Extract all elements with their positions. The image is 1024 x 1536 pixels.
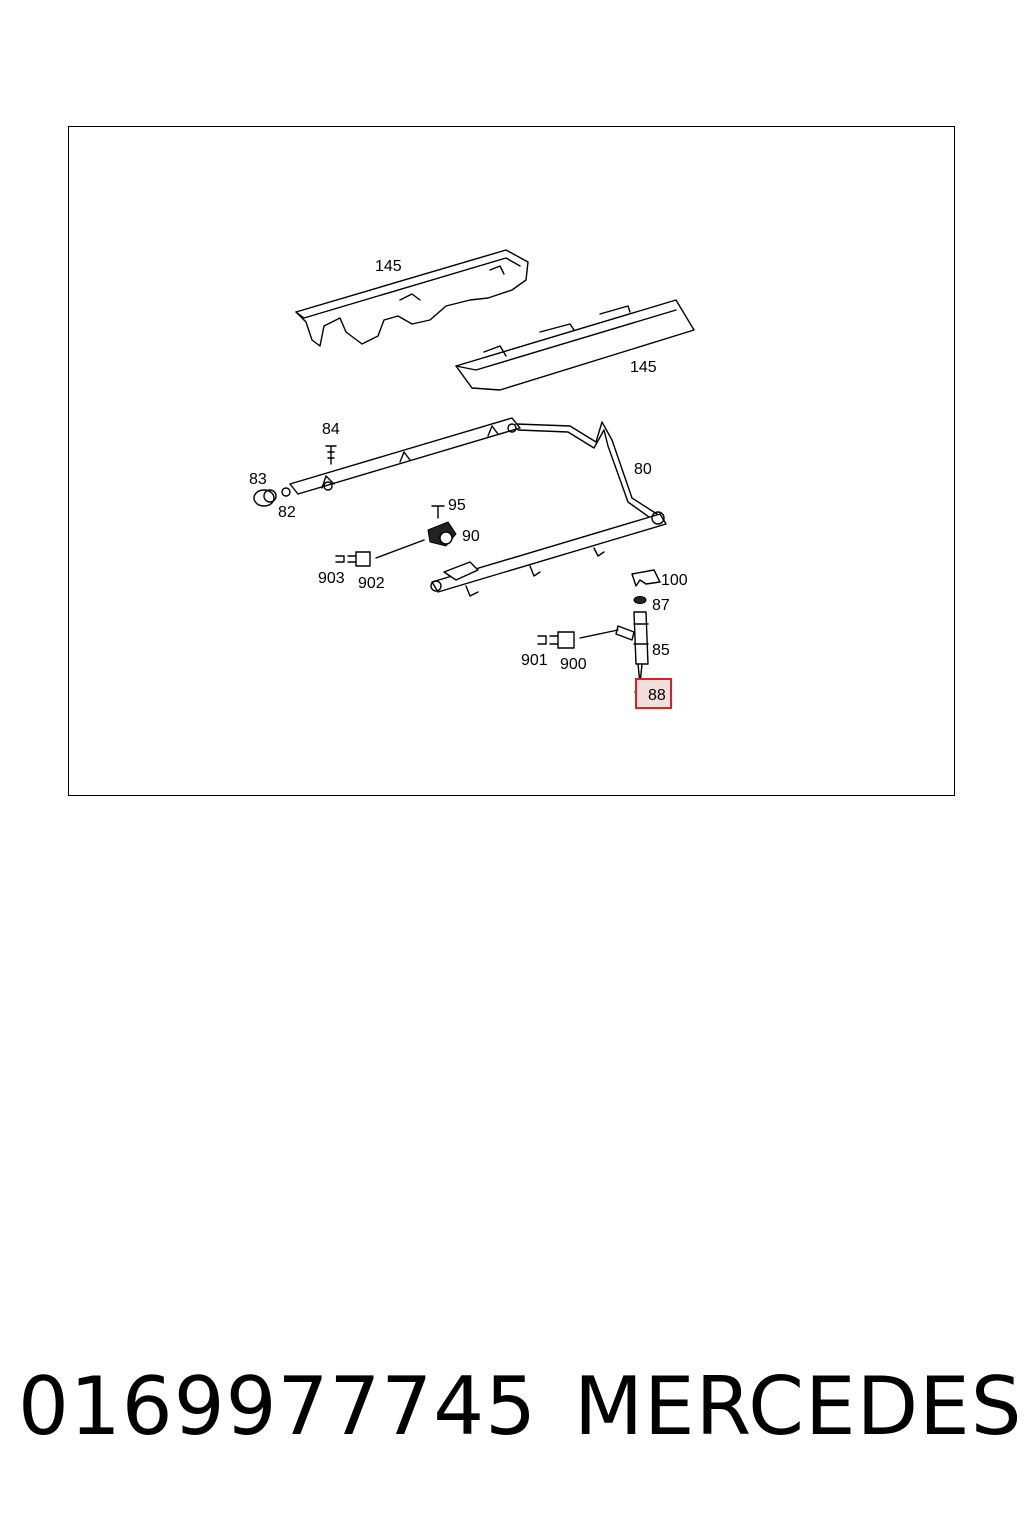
- callout-87: 87: [652, 597, 670, 614]
- callout-85: 85: [652, 642, 670, 659]
- injector-85[interactable]: [579, 611, 649, 685]
- callout-83: 83: [249, 471, 267, 488]
- callout-82: 82: [278, 504, 296, 521]
- callout-903: 903: [318, 570, 345, 587]
- callout-90: 90: [462, 528, 480, 545]
- brand-name: MERCEDES: [574, 1360, 1023, 1453]
- plug-83[interactable]: [253, 489, 277, 507]
- highlight-box: [635, 678, 672, 709]
- fuel-line[interactable]: [515, 421, 661, 523]
- rail-cover-lower[interactable]: [455, 299, 695, 391]
- fuel-rail-upper[interactable]: [289, 417, 521, 495]
- footer-caption: 0169977745 MERCEDES: [18, 1360, 1022, 1470]
- callout-145-lower: 145: [630, 359, 657, 376]
- rail-cover-upper[interactable]: [295, 249, 529, 347]
- pressure-sensor[interactable]: [375, 505, 457, 559]
- callout-95: 95: [448, 497, 466, 514]
- parts-diagram: 145 145 84 83 82 80 95 90 903 902 100 87…: [249, 249, 695, 709]
- connector-902[interactable]: [335, 551, 371, 567]
- callout-80: 80: [634, 461, 652, 478]
- diagram-frame: [68, 126, 955, 796]
- callout-88[interactable]: 88: [648, 687, 666, 704]
- bolt-84[interactable]: [325, 445, 337, 465]
- part-number: 0169977745: [18, 1360, 537, 1453]
- callout-902: 902: [358, 575, 385, 592]
- connector-900[interactable]: [537, 631, 575, 649]
- callout-84: 84: [322, 421, 340, 438]
- callout-900: 900: [560, 656, 587, 673]
- seal-82[interactable]: [281, 487, 291, 497]
- callout-100: 100: [661, 572, 688, 589]
- callout-145-upper: 145: [375, 258, 402, 275]
- callout-901: 901: [521, 652, 548, 669]
- clip-100[interactable]: [631, 569, 661, 587]
- seal-87[interactable]: [633, 596, 647, 604]
- fuel-rail-lower[interactable]: [430, 511, 667, 597]
